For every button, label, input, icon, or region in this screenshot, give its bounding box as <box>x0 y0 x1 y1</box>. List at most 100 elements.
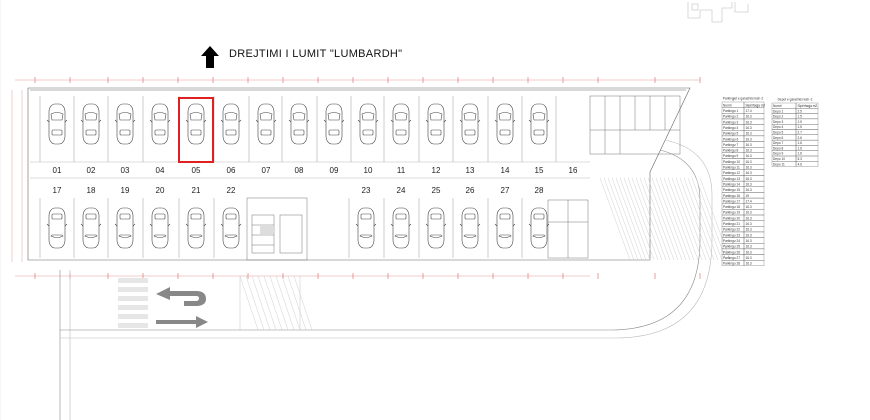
parking-spot[interactable]: 01 <box>39 96 68 175</box>
parking-spot[interactable]: 09 <box>316 96 345 175</box>
parking-spot[interactable]: 19 <box>107 186 136 258</box>
car-icon <box>494 207 516 249</box>
table-cell: 16.3 <box>746 115 752 119</box>
parking-spot[interactable]: 07 <box>248 96 277 175</box>
table-row: Parkingu 14 16.3 <box>721 180 765 187</box>
car-icon <box>323 103 345 145</box>
table-cell: 16.3 <box>746 245 752 249</box>
parking-spot-number: 06 <box>227 166 236 175</box>
table-cell: Sipërfaqja m2 <box>746 103 766 107</box>
selected-spot-highlight[interactable] <box>178 97 214 163</box>
table-title: Parkingjet e garazhës kati -2 <box>723 97 764 101</box>
parking-spot-number: 05 <box>192 166 201 175</box>
car-icon <box>46 207 68 249</box>
table-cell: Parkingu 12 <box>723 171 740 175</box>
parking-spot[interactable]: 02 <box>73 96 102 175</box>
parking-spot[interactable]: 15 <box>521 96 550 175</box>
parking-spot[interactable]: 20 <box>142 186 171 258</box>
parking-spot[interactable]: 24 <box>383 186 412 258</box>
table-cell: 1.6 <box>798 152 803 156</box>
table-cell: 2.5 <box>798 109 803 113</box>
table-cell: Parkingu 22 <box>723 228 740 232</box>
parking-spot[interactable]: 08 <box>281 96 310 175</box>
parking-spot[interactable]: 10 <box>350 96 379 175</box>
table-cell: Numri <box>773 104 782 108</box>
garage-outline <box>27 87 691 261</box>
parking-spot[interactable]: 28 <box>521 186 550 258</box>
table-cell: Depo 2 <box>773 115 784 119</box>
parking-spot[interactable]: 14 <box>487 96 516 175</box>
parking-spot[interactable]: 17 <box>39 186 68 258</box>
table-cell: Parkingu 23 <box>723 233 740 237</box>
table-cell: 16.3 <box>746 233 752 237</box>
straight-arrow <box>156 316 208 328</box>
table-header-row: Numri Sipërfaqja m2 <box>721 101 766 108</box>
table-cell: 16.3 <box>746 154 752 158</box>
table-cell: Parkingu 2 <box>723 115 738 119</box>
parking-spot[interactable]: 13 <box>452 96 481 175</box>
table-cell: Numri <box>723 103 732 107</box>
table-cell: Parkingu 24 <box>723 239 740 243</box>
table-cell: Parkingu 1 <box>723 109 738 113</box>
parking-spot-number: 04 <box>156 166 165 175</box>
parking-spot-number: 14 <box>501 166 510 175</box>
table-cell: Parkingu 7 <box>723 143 738 147</box>
car-icon <box>220 103 242 145</box>
parking-spot[interactable]: 21 <box>178 186 207 258</box>
parking-spot[interactable]: 06 <box>213 96 242 175</box>
parking-spot-number: 02 <box>87 166 96 175</box>
parking-spot-number: 27 <box>501 186 510 195</box>
table-row: Parkingu 23 16.3 <box>721 231 765 238</box>
table-cell: Parkingu 20 <box>723 216 740 220</box>
parking-spot[interactable]: 12 <box>418 96 447 175</box>
parking-spot-number: 15 <box>535 166 544 175</box>
car-icon <box>80 103 102 145</box>
table-cell: 16.3 <box>746 182 752 186</box>
parking-spot[interactable]: 16 <box>555 96 578 175</box>
parking-spot[interactable]: 11 <box>383 96 412 175</box>
parking-spot[interactable]: 03 <box>107 96 136 175</box>
parking-spot-number: 21 <box>192 186 201 195</box>
table-cell: Parkingu 8 <box>723 149 738 153</box>
table-cell: 16.3 <box>746 205 752 209</box>
table-cell: 16.3 <box>746 132 752 136</box>
table-cell: Parkingu 26 <box>723 250 740 254</box>
parking-spot[interactable]: 04 <box>142 96 171 175</box>
parking-spot[interactable]: 26 <box>452 186 481 258</box>
parking-spot[interactable]: 23 <box>348 186 377 258</box>
parking-spot[interactable]: 25 <box>418 186 447 258</box>
table-cell: 16.3 <box>746 143 752 147</box>
parking-spot[interactable]: 22 <box>213 186 242 258</box>
car-icon <box>494 103 516 145</box>
table-cell: Parkingu 27 <box>723 256 740 260</box>
table-cell: Parkingu 6 <box>723 137 738 141</box>
car-icon <box>390 103 412 145</box>
car-icon <box>288 103 310 145</box>
table-cell: 1.5 <box>798 125 803 129</box>
table-cell: Depo 10 <box>773 157 785 161</box>
parking-spot-number: 07 <box>262 166 271 175</box>
table-cell: Parkingu 14 <box>723 182 740 186</box>
car-icon <box>80 207 102 249</box>
parking-spot[interactable]: 27 <box>487 186 516 258</box>
car-icon <box>528 207 550 249</box>
parking-spot[interactable]: 18 <box>73 186 102 258</box>
parking-spot[interactable]: 05 <box>178 96 207 175</box>
table-cell: 16.3 <box>746 166 752 170</box>
table-cell: Depo 11 <box>773 162 785 166</box>
table-cell: Depo 3 <box>773 120 784 124</box>
